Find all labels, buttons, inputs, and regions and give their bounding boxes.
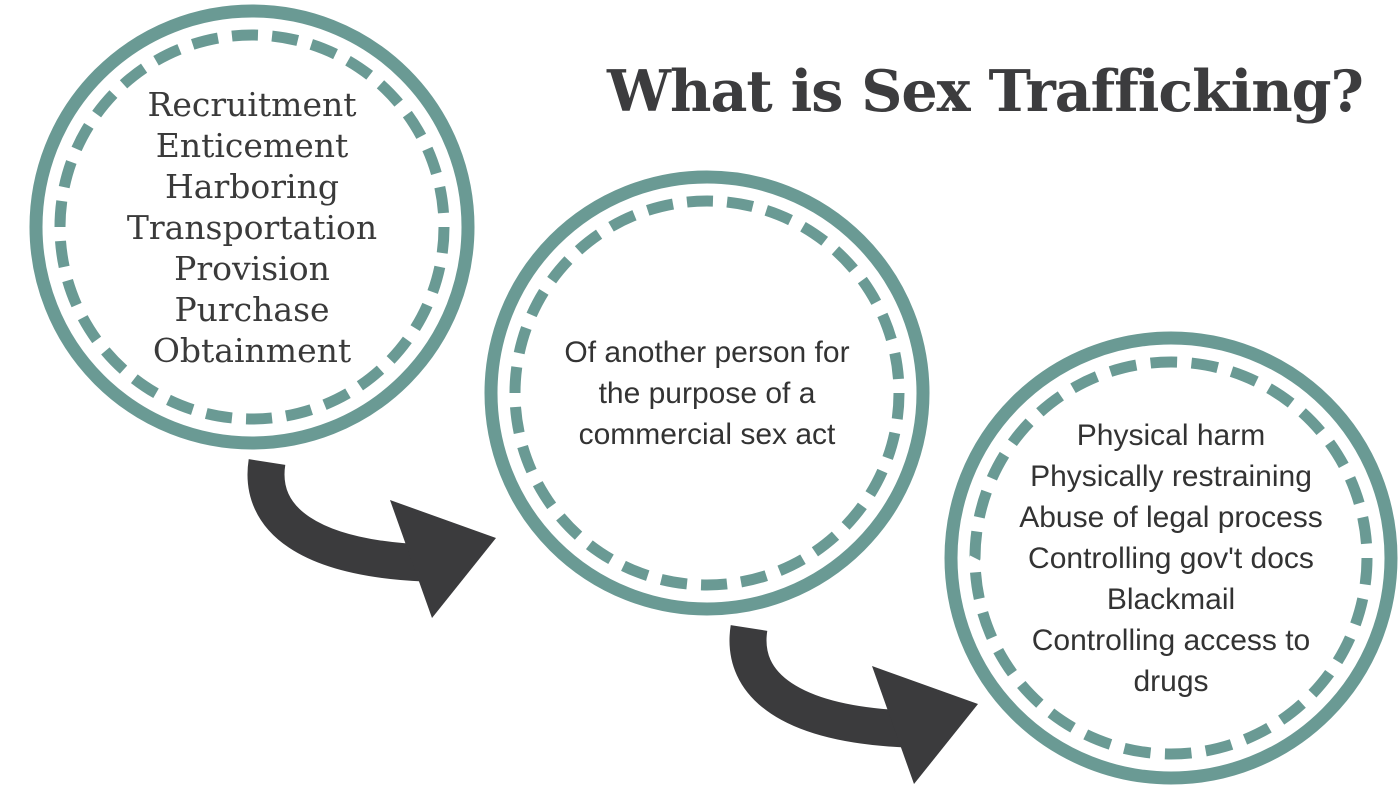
list-item: Provision — [174, 248, 330, 288]
list-item: the purpose of a — [598, 376, 816, 410]
double-ring-border — [944, 331, 1398, 785]
ring-solid — [484, 170, 930, 616]
circle-purpose: Of another person for the purpose of a c… — [484, 170, 930, 616]
list-item: Obtainment — [152, 330, 352, 370]
list-item: Enticement — [155, 125, 349, 165]
circle-actions-text: Recruitment Enticement Harboring Transpo… — [29, 4, 475, 450]
page-title: What is Sex Trafficking? — [607, 58, 1364, 125]
double-ring-border — [484, 170, 930, 616]
ring-dashed — [54, 29, 450, 425]
circle-means-text: Physical harm Physically restraining Abu… — [944, 331, 1398, 785]
list-item: Controlling gov't docs — [1028, 541, 1314, 575]
ring-solid — [944, 331, 1398, 785]
ring-solid — [29, 4, 475, 450]
circle-purpose-text: Of another person for the purpose of a c… — [484, 170, 930, 622]
list-item: Abuse of legal process — [1019, 500, 1323, 534]
double-ring-border — [29, 4, 475, 450]
list-item: Harboring — [165, 166, 339, 206]
list-item: commercial sex act — [578, 417, 836, 451]
ring-dashed — [509, 195, 905, 591]
list-item: Recruitment — [147, 84, 357, 124]
curved-arrow-icon — [729, 625, 978, 784]
list-item: Physical harm — [1076, 418, 1266, 452]
list-item: Transportation — [126, 207, 378, 247]
ring-dashed — [969, 356, 1373, 760]
circle-actions: Recruitment Enticement Harboring Transpo… — [29, 4, 475, 450]
list-item: drugs — [1133, 664, 1209, 698]
list-item: Purchase — [174, 289, 330, 329]
list-item: Physically restraining — [1030, 459, 1312, 493]
list-item: Controlling access to — [1031, 623, 1311, 657]
circle-means: Physical harm Physically restraining Abu… — [944, 331, 1398, 785]
list-item: Blackmail — [1106, 582, 1236, 616]
curved-arrow-icon — [247, 459, 496, 618]
list-item: Of another person for — [564, 335, 850, 369]
